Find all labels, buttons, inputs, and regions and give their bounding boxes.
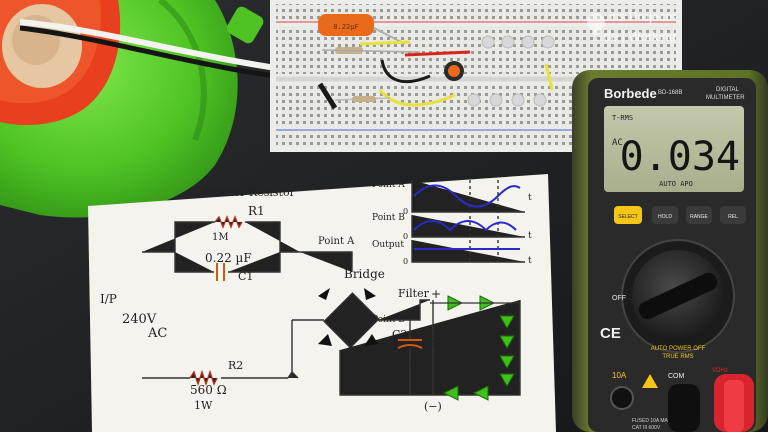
c2-value: 100µF (380, 360, 413, 371)
c2-voltage: 35V (384, 372, 405, 383)
ce-mark-icon: CE (600, 325, 621, 342)
graph-row1-label: Point A (372, 180, 405, 190)
r1-label: R1 (248, 204, 265, 218)
output-voltage: 24V (428, 335, 455, 350)
c1-label: C1 (238, 270, 253, 283)
input-type: AC (147, 326, 167, 341)
jack-10a[interactable] (610, 386, 634, 410)
bleeder-label: Bleeder Resistor (202, 186, 296, 199)
graph-origin3: 0 (403, 257, 408, 266)
graph-t2: t (528, 231, 532, 241)
auto-power-off-label: AUTO POWER OFF (651, 346, 706, 352)
lcd-auto-apo: AUTO APO (659, 180, 693, 188)
paper-schematic: Bleeder Resistor R1 1M 0.22 µF C1 I/P 24… (88, 174, 556, 432)
lcd-trms: T-RMS (612, 114, 633, 122)
lcd-reading: 0.034 (620, 134, 740, 180)
point-b-label: Point B (372, 315, 405, 325)
graph-row2-label: Point B (372, 213, 405, 223)
r2-value: 560 Ω (190, 383, 227, 397)
meter-model: BD-168B (658, 90, 682, 96)
dial-off-label: OFF (612, 295, 626, 302)
range-button-label: RANGE (690, 214, 708, 220)
bulb-icon (587, 13, 605, 31)
graph-t3: t (528, 256, 532, 266)
select-button-label: SELECT (618, 214, 637, 220)
true-rms-label: TRUE RMS (662, 354, 693, 360)
r2-label: R2 (228, 359, 243, 372)
rel-button-label: REL (728, 214, 738, 220)
graph-origin1: 0 (403, 207, 408, 216)
meter-type-line2: MULTIMETER (706, 95, 745, 101)
cat-rating: CAT III 600V (632, 425, 661, 431)
c2-label: C2 (392, 328, 407, 341)
graph-t1: t (528, 193, 532, 203)
jack-com-label: COM (668, 373, 685, 380)
input-label: I/P (100, 292, 117, 306)
r2-power: 1W (194, 399, 213, 412)
r1-value: 1M (212, 232, 229, 243)
lcd-display (604, 106, 744, 192)
black-probe-plug[interactable] (668, 384, 700, 432)
range-button[interactable] (686, 206, 712, 224)
meter-brand: Borbede (604, 86, 657, 101)
graph-origin2: 0 (403, 232, 408, 241)
point-a-label: Point A (318, 236, 355, 247)
graph-row3-label: Output (372, 240, 404, 250)
dial-pointer (638, 272, 718, 320)
multimeter: Borbede BD-168B DIGITAL MULTIMETER T-RMS… (572, 70, 768, 432)
jack-10a-label: 10A (612, 371, 627, 380)
watermark-line2: ...de | Working (593, 29, 676, 44)
rel-button[interactable] (720, 206, 746, 224)
input-voltage: 240V (122, 312, 157, 327)
jack-v-label: VΩHz (712, 368, 728, 374)
lcd-mode: AC (612, 138, 623, 148)
filter-label: Filter (398, 287, 430, 300)
watermark-line1: ...ics Projects (599, 9, 677, 24)
capacitor-marking: 0.22µF (333, 23, 358, 31)
select-button[interactable] (614, 206, 642, 224)
polyester-capacitor (318, 14, 374, 36)
warning-icon (642, 374, 658, 388)
c1-value: 0.22 µF (205, 251, 252, 265)
minus-label: (−) (424, 400, 442, 413)
hold-button[interactable] (652, 206, 678, 224)
bridge-label: Bridge (344, 267, 385, 281)
fuse-note: FUSED 10A MAX (632, 418, 672, 424)
meter-type-line1: DIGITAL (716, 87, 740, 93)
hold-button-label: HOLD (658, 214, 672, 220)
plus-sign: + (431, 287, 441, 301)
